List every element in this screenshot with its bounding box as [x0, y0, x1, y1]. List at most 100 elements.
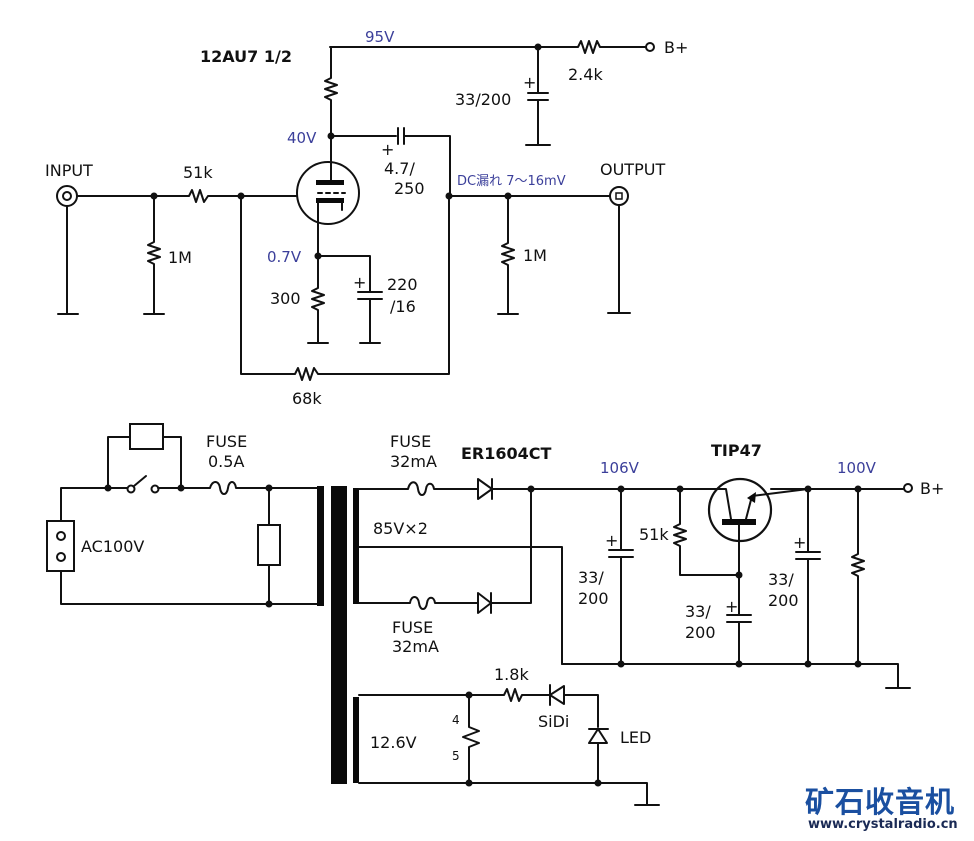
hv-secondary-label: 85V×2: [373, 519, 428, 538]
bplus-terminal-amp: [645, 42, 655, 52]
led-label: LED: [620, 728, 651, 747]
filter-cap-b: [726, 574, 752, 665]
spark-killer: [257, 524, 281, 566]
transistor-tip47: [707, 477, 809, 576]
bplus-label-psu: B+: [920, 479, 944, 498]
cathode-res-label: 300: [270, 289, 301, 308]
coupling-cap-label-1: 4.7/: [384, 159, 415, 178]
cap-a-label-1: 33/: [578, 568, 604, 587]
input-jack[interactable]: [56, 185, 78, 207]
bleeder-resistor: [851, 488, 865, 665]
led-res-label: 1.8k: [494, 665, 529, 684]
mains-fuse-label-1: FUSE: [206, 432, 247, 451]
pot-pin-b: 5: [452, 749, 460, 763]
junction-dot: [465, 779, 473, 787]
feedback-label: 68k: [292, 389, 322, 408]
output-jack[interactable]: [609, 186, 629, 206]
filter-cap-c: [795, 488, 821, 665]
coupling-capacitor: [330, 127, 451, 197]
pot-pin-a: 4: [452, 713, 460, 727]
supply-voltage-label: 95V: [365, 28, 395, 46]
silicon-diode: [549, 684, 599, 728]
decouple-cap-plus: +: [523, 73, 536, 92]
decouple-res-label: 2.4k: [568, 65, 603, 84]
output-label: OUTPUT: [600, 160, 665, 179]
mains-fuse-label-2: 0.5A: [208, 452, 244, 471]
cap-b-label-2: 200: [685, 623, 716, 642]
output-ground: [607, 204, 631, 314]
output-shunt-resistor: [497, 195, 519, 315]
lv-secondary-label: 12.6V: [370, 733, 417, 752]
power-supply-section: AC100V FUSE 0.5A FUSE 32mA: [46, 423, 944, 806]
mains-return-wire: [60, 570, 321, 605]
cathode-resistor: [307, 250, 329, 344]
raw-voltage-label: 106V: [600, 459, 640, 477]
dc-leak-label: DC漏れ 7～16mV: [457, 173, 566, 189]
rectifier-diode-top: [476, 478, 532, 500]
hv-fuse-top-label-2: 32mA: [390, 452, 437, 471]
led-resistor: [499, 688, 551, 702]
cap-a-plus: +: [605, 531, 618, 550]
cathode-cap-plus: +: [353, 273, 366, 292]
lv-ground-wire: [358, 782, 660, 806]
cap-b-plus: +: [725, 597, 738, 616]
cathode-voltage-label: 0.7V: [267, 248, 302, 266]
filter-cap-a: [608, 488, 634, 665]
mains-wire: [60, 487, 129, 522]
plate-load-resistor: [324, 46, 338, 137]
feedback-resistor: [240, 195, 450, 381]
power-switch[interactable]: [107, 475, 182, 494]
power-transformer: [317, 486, 359, 784]
cap-c-label-1: 33/: [768, 570, 794, 589]
coupling-cap-label-2: 250: [394, 179, 425, 198]
decouple-cap-label: 33/200: [455, 90, 511, 109]
hv-fuse-top: [358, 481, 478, 496]
cathode-cap-label-1: 220: [387, 275, 418, 294]
rectifier-label: ER1604CT: [461, 444, 552, 463]
output-shunt-label: 1M: [523, 246, 547, 265]
transistor-label: TIP47: [711, 441, 762, 460]
silicon-diode-label: SiDi: [538, 712, 569, 731]
output-voltage-label: 100V: [837, 459, 877, 477]
watermark-url: www.crystalradio.cn: [808, 817, 958, 832]
decouple-capacitor: [525, 46, 551, 146]
junction-dot: [265, 600, 273, 608]
mains-fuse: [180, 481, 321, 495]
junction-dot: [854, 660, 862, 668]
bypass-wire: [107, 436, 182, 489]
hum-balance-pot: [462, 694, 480, 784]
ac-inlet: [46, 520, 75, 572]
hv-fuse-top-label-1: FUSE: [390, 432, 431, 451]
psu-ground-rail: [561, 663, 911, 689]
surge-absorber: [129, 423, 164, 450]
tube-label: 12AU7 1/2: [200, 47, 292, 66]
bplus-terminal-psu: [903, 483, 913, 493]
bplus-label-amp: B+: [664, 38, 688, 57]
hv-fuse-bottom: [358, 596, 477, 610]
led-indicator: [588, 728, 609, 784]
cap-c-plus: +: [793, 533, 806, 552]
bias-res-label: 51k: [639, 525, 669, 544]
rectifier-diode-bottom: [475, 488, 532, 614]
cap-b-label-1: 33/: [685, 602, 711, 621]
cathode-capacitor: [317, 255, 383, 344]
cathode-cap-label-2: /16: [390, 297, 416, 316]
watermark-logo: 矿石收音机: [805, 785, 956, 819]
amplifier-section: 12AU7 1/2 95V 40V 0.7V DC漏れ 7～16mV B+ 2.…: [45, 28, 688, 408]
grid-res-label: 51k: [183, 163, 213, 182]
input-ground: [57, 205, 79, 315]
cap-c-label-2: 200: [768, 591, 799, 610]
cap-a-label-2: 200: [578, 589, 609, 608]
plate-voltage-label: 40V: [287, 129, 317, 147]
junction-dot: [594, 779, 602, 787]
grid-resistor: [184, 189, 297, 203]
bias-resistor: [673, 488, 740, 576]
tube-12au7: [296, 135, 360, 252]
decouple-resistor: [572, 40, 646, 54]
hv-fuse-bot-label-1: FUSE: [392, 618, 433, 637]
junction-dot: [617, 660, 625, 668]
mains-label: AC100V: [81, 537, 144, 556]
input-shunt-label: 1M: [168, 248, 192, 267]
junction-dot: [804, 660, 812, 668]
